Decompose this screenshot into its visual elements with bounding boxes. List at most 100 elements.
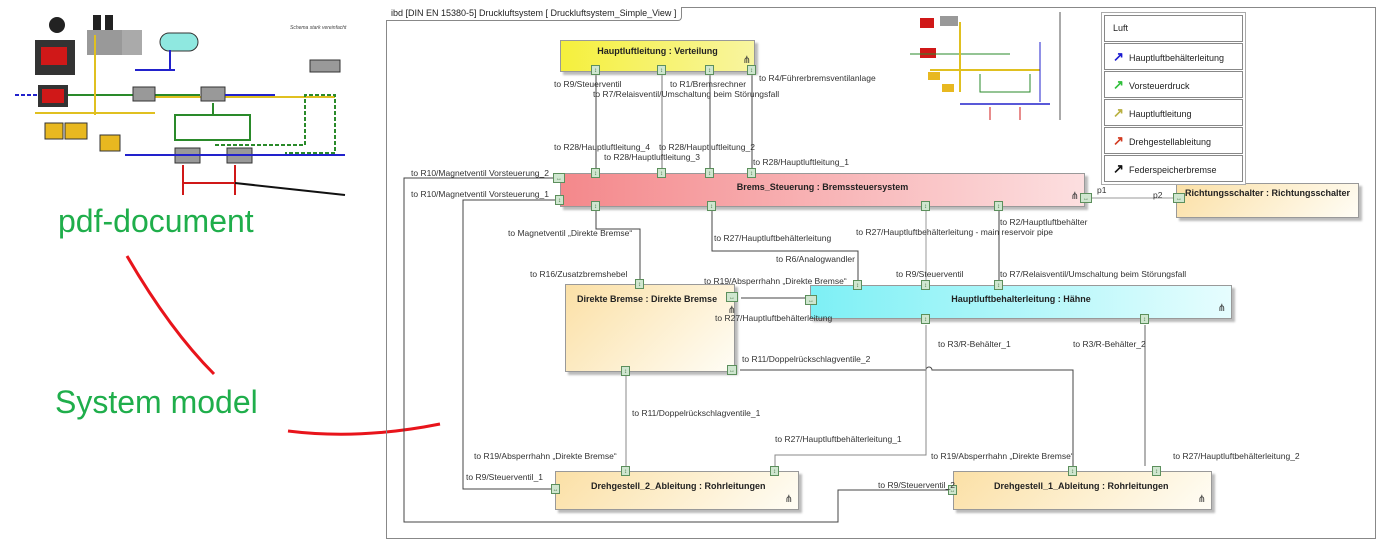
port[interactable]: ↔ bbox=[727, 365, 737, 375]
frame-title: ibd [DIN EN 15380-5] Druckluftsystem [ D… bbox=[386, 7, 683, 21]
port[interactable]: ↕ bbox=[994, 201, 1003, 211]
port[interactable]: ↕ bbox=[657, 168, 666, 178]
port[interactable]: ↕ bbox=[747, 65, 756, 75]
port[interactable]: ↔ bbox=[948, 485, 957, 495]
port[interactable]: ↔ bbox=[553, 173, 565, 183]
block-haehne[interactable]: Hauptluftbehalterleitung : Hähne ⋔ bbox=[810, 285, 1232, 319]
port[interactable]: ↔ bbox=[805, 295, 817, 305]
port-p1[interactable]: ↔ bbox=[1080, 193, 1092, 203]
port[interactable]: ↕ bbox=[853, 280, 862, 290]
port[interactable]: ↕ bbox=[657, 65, 666, 75]
connector-label: to R28/Hauptluftleitung_1 bbox=[753, 157, 849, 167]
port[interactable]: ↕ bbox=[1068, 466, 1077, 476]
block-drehgestell-2[interactable]: Drehgestell_2_Ableitung : Rohrleitungen … bbox=[555, 471, 799, 510]
connector-label: to R1/Bremsrechner bbox=[670, 79, 747, 89]
schematic-thumbnail bbox=[910, 12, 1061, 120]
legend-label: Vorsteuerdruck bbox=[1129, 81, 1190, 91]
port[interactable]: ↕ bbox=[635, 279, 644, 289]
schematic-note: Schema stark vereinfacht bbox=[290, 25, 347, 31]
system-model-label: System model bbox=[55, 384, 258, 420]
port[interactable]: ↕ bbox=[591, 201, 600, 211]
port[interactable]: ↕ bbox=[994, 280, 1003, 290]
port[interactable]: ↕ bbox=[921, 280, 930, 290]
connector-label: to R9/Steuerventil_2 bbox=[878, 480, 956, 490]
legend-label: Hauptluftbehälterleitung bbox=[1129, 53, 1225, 63]
connector-label: to R3/R-Behälter_2 bbox=[1073, 339, 1146, 349]
port[interactable]: ↕ bbox=[621, 466, 630, 476]
port[interactable]: ↕ bbox=[921, 201, 930, 211]
port[interactable]: ↔ bbox=[551, 484, 560, 494]
connector-label: to R11/Doppelrückschlagventile_1 bbox=[632, 408, 761, 418]
port[interactable]: ↔ bbox=[726, 292, 738, 302]
legend-item: ↗ Hauptluftbehälterleitung bbox=[1104, 43, 1243, 70]
connector-label: to R3/R-Behälter_1 bbox=[938, 339, 1011, 349]
block-drehgestell-1[interactable]: Drehgestell_1_Ableitung : Rohrleitungen … bbox=[953, 471, 1212, 510]
pdf-schematic-image: Schema stark vereinfacht bbox=[5, 5, 355, 205]
block-direkte-bremse[interactable]: Direkte Bremse : Direkte Bremse ⋔ bbox=[565, 284, 736, 372]
block-brems-steuerung[interactable]: Brems_Steuerung : Bremssteuersystem ⋔ bbox=[560, 173, 1085, 207]
port[interactable]: ↕ bbox=[591, 65, 600, 75]
port[interactable]: ↕ bbox=[770, 466, 779, 476]
connector-label: to R19/Absperrhahn „Direkte Bremse“ bbox=[704, 276, 847, 286]
port[interactable]: ↕ bbox=[555, 195, 564, 205]
connector-label: to R28/Hauptluftleitung_4 bbox=[554, 142, 650, 152]
connector-label: to R2/Hauptluftbehälter bbox=[1000, 217, 1088, 227]
fork-icon: ⋔ bbox=[784, 494, 793, 505]
arrow-icon: ↗ bbox=[1113, 49, 1124, 64]
connector-label: to R11/Doppelrückschlagventile_2 bbox=[742, 354, 871, 364]
port[interactable]: ↕ bbox=[921, 314, 930, 324]
ibd-frame bbox=[386, 7, 1376, 539]
port[interactable]: ↕ bbox=[705, 168, 714, 178]
connector-label: to R7/Relaisventil/Umschaltung beim Stör… bbox=[1000, 269, 1187, 279]
port[interactable]: ↕ bbox=[621, 366, 630, 376]
arrow-icon: ↗ bbox=[1113, 105, 1124, 120]
legend: Luft ↗Hauptluftbehälterleitung ↗Vorsteue… bbox=[1101, 12, 1246, 185]
port[interactable]: ↕ bbox=[707, 201, 716, 211]
port[interactable]: ↕ bbox=[747, 168, 756, 178]
block-title: Hauptluftbehalterleitung : Hähne bbox=[951, 294, 1091, 304]
legend-header: Luft bbox=[1104, 15, 1243, 42]
legend-item: ↗ Federspeicherbremse bbox=[1104, 155, 1243, 182]
fork-icon: ⋔ bbox=[742, 55, 751, 66]
port-label-p1: p1 bbox=[1097, 185, 1107, 195]
connector-label: to R27/Hauptluftbehälterleitung bbox=[715, 313, 833, 323]
red-annotation-curve bbox=[125, 255, 441, 436]
port[interactable]: ↕ bbox=[591, 168, 600, 178]
connector-label: to R10/Magnetventil Vorsteuerung_1 bbox=[411, 189, 549, 199]
connector-label: to R7/Relaisventil/Umschaltung beim Stör… bbox=[593, 89, 780, 99]
fork-icon: ⋔ bbox=[1197, 494, 1206, 505]
port-p2[interactable]: ↔ bbox=[1173, 193, 1185, 203]
connector-label: to R28/Hauptluftleitung_3 bbox=[604, 152, 700, 162]
connector-label: to R9/Steuerventil_1 bbox=[466, 472, 544, 482]
port[interactable]: ↕ bbox=[1152, 466, 1161, 476]
port[interactable]: ↕ bbox=[1140, 314, 1149, 324]
legend-item: ↗ Hauptluftleitung bbox=[1104, 99, 1243, 126]
legend-label: Drehgestellableitung bbox=[1129, 137, 1212, 147]
port-label-p2: p2 bbox=[1153, 190, 1163, 200]
connector-label: to R6/Analogwandler bbox=[776, 254, 855, 264]
port[interactable]: ↕ bbox=[705, 65, 714, 75]
connector-label: to R10/Magnetventil Vorsteuerung_2 bbox=[411, 168, 549, 178]
pdf-document-label: pdf-document bbox=[58, 203, 254, 239]
block-title: Direkte Bremse : Direkte Bremse bbox=[577, 294, 718, 304]
connector-label: to R4/Führerbremsventilanlage bbox=[759, 73, 876, 83]
arrow-icon: ↗ bbox=[1113, 161, 1124, 176]
block-title: Richtungsschalter : Richtungsschalter bbox=[1185, 188, 1351, 198]
connector-label: to R27/Hauptluftbehälterleitung_1 bbox=[775, 434, 902, 444]
legend-label: Federspeicherbremse bbox=[1129, 165, 1217, 175]
legend-item: ↗ Drehgestellableitung bbox=[1104, 127, 1243, 154]
connector-label: to R19/Absperrhahn „Direkte Bremse“ bbox=[474, 451, 617, 461]
connector-label: to R27/Hauptluftbehälterleitung bbox=[714, 233, 832, 243]
arrow-icon: ↗ bbox=[1113, 133, 1124, 148]
legend-label: Hauptluftleitung bbox=[1129, 109, 1192, 119]
fork-icon: ⋔ bbox=[727, 305, 736, 316]
fork-icon: ⋔ bbox=[1217, 303, 1226, 314]
legend-item: ↗Vorsteuerdruck bbox=[1104, 71, 1243, 98]
connector-label: to R9/Steuerventil bbox=[554, 79, 622, 89]
block-richtungsschalter[interactable]: Richtungsschalter : Richtungsschalter bbox=[1176, 183, 1359, 218]
connector-label: to R28/Hauptluftleitung_2 bbox=[659, 142, 755, 152]
connector-label: to R16/Zusatzbremshebel bbox=[530, 269, 628, 279]
connector-label: to Magnetventil „Direkte Bremse“ bbox=[508, 228, 633, 238]
